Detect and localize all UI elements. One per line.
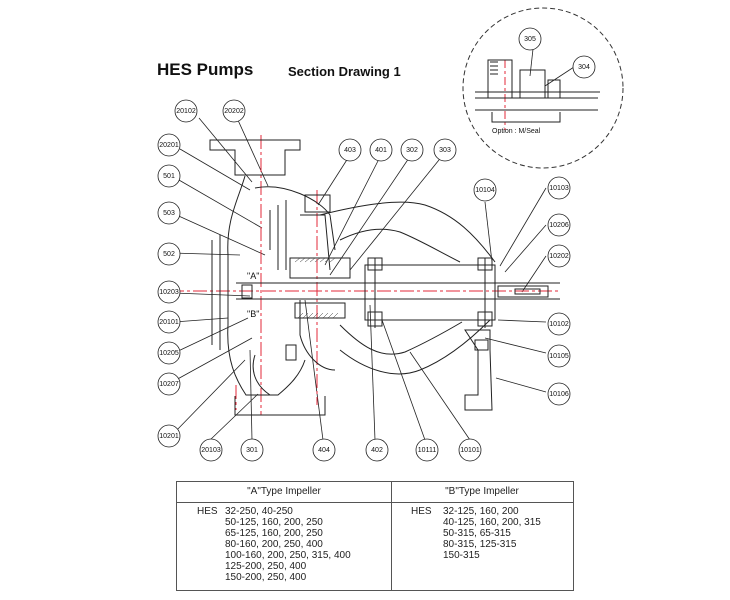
svg-text:403: 403	[344, 147, 356, 154]
callout-501: 501	[157, 164, 181, 188]
callout-20101: 20101	[157, 310, 181, 334]
svg-text:20201: 20201	[159, 142, 179, 149]
callout-10103: 10103	[547, 176, 571, 200]
callout-10111: 10111	[415, 438, 439, 462]
svg-text:304: 304	[578, 64, 590, 71]
impeller-b-prefix: HES	[411, 506, 432, 517]
impeller-a-line: 80-160, 200, 250, 400	[225, 539, 323, 550]
impeller-b-column: "B"Type Impeller HES 32-125, 160, 200 40…	[391, 482, 573, 590]
svg-text:305: 305	[524, 36, 536, 43]
svg-text:10101: 10101	[460, 447, 480, 454]
callout-304: 304	[572, 55, 596, 79]
impeller-b-body: HES 32-125, 160, 200 40-125, 160, 200, 3…	[391, 503, 573, 561]
svg-text:10202: 10202	[549, 253, 569, 260]
svg-text:303: 303	[439, 147, 451, 154]
impeller-b-line: 32-125, 160, 200	[443, 506, 519, 517]
impeller-b-line: 80-315, 125-315	[443, 539, 517, 550]
mark-a: "A"	[247, 271, 259, 281]
callout-401: 401	[369, 138, 393, 162]
svg-text:20102: 20102	[176, 108, 196, 115]
svg-text:10103: 10103	[549, 185, 569, 192]
callout-10102: 10102	[547, 312, 571, 336]
callout-10104: 10104	[473, 178, 497, 202]
callout-503: 503	[157, 201, 181, 225]
callout-301: 301	[240, 438, 264, 462]
impeller-table: "A"Type Impeller HES 32-250, 40-250 50-1…	[176, 481, 574, 591]
callout-402: 402	[365, 438, 389, 462]
impeller-b-line: 150-315	[443, 550, 480, 561]
impeller-b-header: "B"Type Impeller	[391, 482, 573, 503]
impeller-a-prefix: HES	[197, 506, 218, 517]
callout-403: 403	[338, 138, 362, 162]
impeller-b-line: 40-125, 160, 200, 315	[443, 517, 541, 528]
callout-10202: 10202	[547, 244, 571, 268]
callout-10201: 10201	[157, 424, 181, 448]
impeller-a-header: "A"Type Impeller	[177, 482, 391, 503]
svg-text:10201: 10201	[159, 433, 179, 440]
svg-text:401: 401	[375, 147, 387, 154]
svg-text:20202: 20202	[224, 108, 244, 115]
callout-20202: 20202	[222, 99, 246, 123]
callout-10105: 10105	[547, 344, 571, 368]
impeller-a-column: "A"Type Impeller HES 32-250, 40-250 50-1…	[177, 482, 392, 590]
svg-text:10104: 10104	[475, 187, 495, 194]
svg-text:10203: 10203	[159, 289, 179, 296]
svg-text:501: 501	[163, 173, 175, 180]
mark-b: "B"	[247, 309, 259, 319]
svg-text:10105: 10105	[549, 353, 569, 360]
svg-text:10106: 10106	[549, 391, 569, 398]
impeller-a-line: 32-250, 40-250	[225, 506, 293, 517]
impeller-a-line: 125-200, 250, 400	[225, 561, 307, 572]
svg-text:10206: 10206	[549, 222, 569, 229]
page-subtitle: Section Drawing 1	[288, 64, 401, 79]
impeller-a-line: 150-200, 250, 400	[225, 572, 307, 583]
callout-20201: 20201	[157, 133, 181, 157]
callout-303: 303	[433, 138, 457, 162]
seal-option-inset	[462, 7, 624, 169]
callout-404: 404	[312, 438, 336, 462]
svg-text:402: 402	[371, 447, 383, 454]
svg-text:301: 301	[246, 447, 258, 454]
callout-302: 302	[400, 138, 424, 162]
svg-text:20103: 20103	[201, 447, 221, 454]
callout-10206: 10206	[547, 213, 571, 237]
svg-text:302: 302	[406, 147, 418, 154]
page-title: HES Pumps	[157, 60, 254, 79]
impeller-b-line: 50-315, 65-315	[443, 528, 511, 539]
impeller-a-line: 100-160, 200, 250, 315, 400	[225, 550, 351, 561]
svg-text:10102: 10102	[549, 321, 569, 328]
svg-text:503: 503	[163, 210, 175, 217]
callout-20102: 20102	[174, 99, 198, 123]
svg-text:10207: 10207	[159, 381, 179, 388]
svg-text:10205: 10205	[159, 350, 179, 357]
callout-10203: 10203	[157, 280, 181, 304]
callout-502: 502	[157, 242, 181, 266]
svg-text:20101: 20101	[159, 319, 179, 326]
callout-10205: 10205	[157, 341, 181, 365]
inset-caption: Option : M/Seal	[492, 128, 541, 135]
callout-305: 305	[518, 27, 542, 51]
impeller-a-line: 65-125, 160, 200, 250	[225, 528, 323, 539]
svg-text:502: 502	[163, 251, 175, 258]
callout-10106: 10106	[547, 382, 571, 406]
callout-20103: 20103	[199, 438, 223, 462]
impeller-a-line: 50-125, 160, 200, 250	[225, 517, 323, 528]
callout-10207: 10207	[157, 372, 181, 396]
svg-text:404: 404	[318, 447, 330, 454]
callout-10101: 10101	[458, 438, 482, 462]
impeller-a-body: HES 32-250, 40-250 50-125, 160, 200, 250…	[177, 503, 391, 583]
svg-text:10111: 10111	[418, 447, 437, 454]
